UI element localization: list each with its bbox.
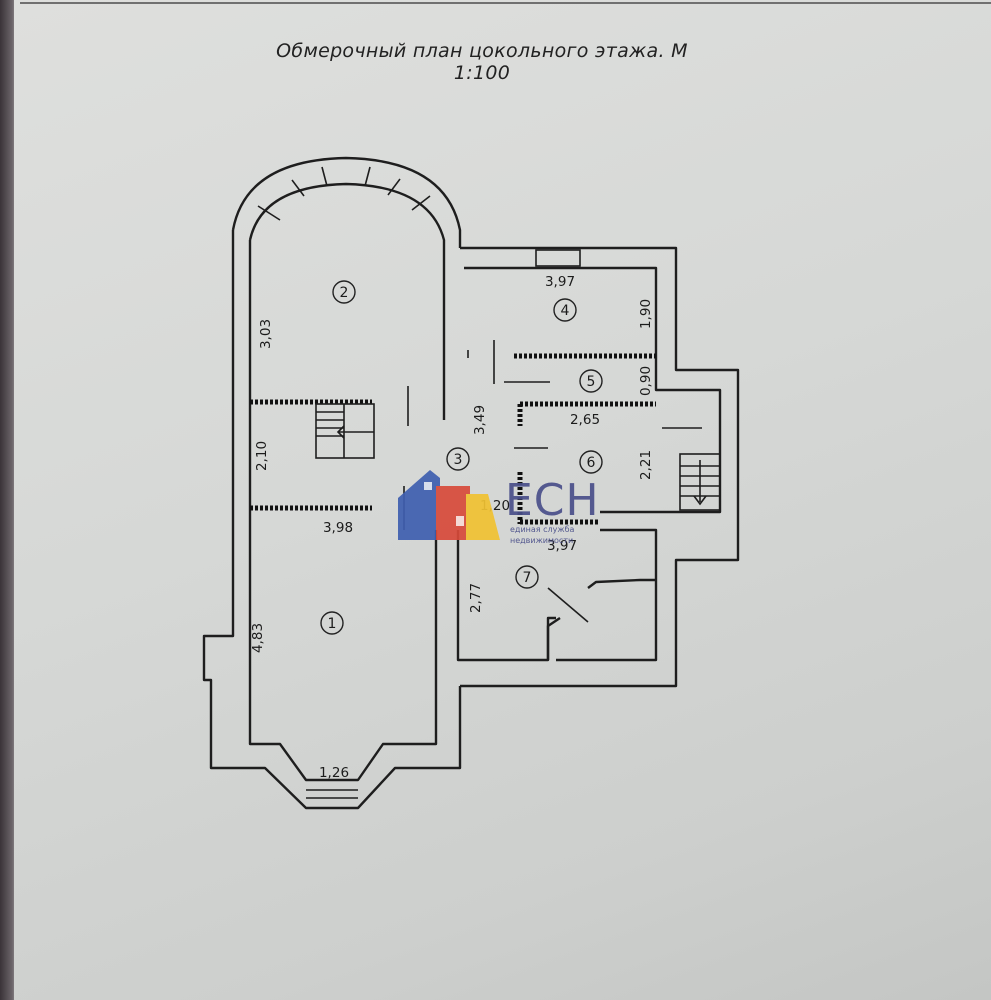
arched-wall-outer [231,156,462,248]
dim-room7-height: 2,77 [468,583,484,613]
outer-wall-left-tower-inner [248,240,438,782]
dim-room3-height: 3,49 [472,405,488,435]
room-marker-6: 6 [579,450,603,474]
door-room7 [547,587,589,623]
room-number-4: 4 [561,303,570,319]
inner-wall-right-block [464,266,722,514]
room-number-1: 1 [328,616,337,632]
room-marker-2: 2 [332,280,356,304]
room7-inner-partition [546,578,656,660]
staircase-right [679,453,721,511]
dim-room7-width: 3,97 [547,538,577,554]
dim-room6-height: 2,21 [638,450,654,480]
window-room4 [535,249,581,267]
room-number-5: 5 [587,374,596,390]
paper-sheet [14,0,991,1000]
dim-stair-span: 2,10 [254,441,270,471]
dim-room4-width: 3,97 [545,274,575,290]
room-number-6: 6 [587,455,596,471]
plan-title: Обмерочный план цокольного этажа. М 1:10… [276,40,688,84]
dim-room1-height: 4,83 [250,623,266,653]
dim-bay-width: 1,26 [319,765,349,781]
room-marker-1: 1 [320,611,344,635]
room-number-7: 7 [523,570,532,586]
watermark-sub2: недвижимости [510,536,573,545]
dim-room4-height: 1,90 [638,299,654,329]
arch-windows [257,166,431,221]
room-marker-3: 3 [446,447,470,471]
room-marker-5: 5 [579,369,603,393]
outer-wall-left-tower [202,230,462,810]
watermark-sub1: единая служба [510,525,575,534]
dim-room6-width: 2,65 [570,412,600,428]
staircase-left [315,403,375,459]
top-border-line [20,2,991,4]
bay-window [306,789,358,799]
dim-room2-height: 3,03 [258,319,274,349]
room-marker-7: 7 [515,565,539,589]
dim-room5-height: 0,90 [638,366,654,396]
outer-wall-right-block [460,246,740,688]
watermark-house-icon [398,470,500,540]
watermark-letters: ЕСН [505,475,600,526]
watermark-logo: ЕСН единая служба недвижимости [398,470,600,545]
room-number-2: 2 [340,285,349,301]
room-marker-4: 4 [553,298,577,322]
dim-room1-top-width: 3,98 [323,520,353,536]
room-number-3: 3 [454,452,463,468]
